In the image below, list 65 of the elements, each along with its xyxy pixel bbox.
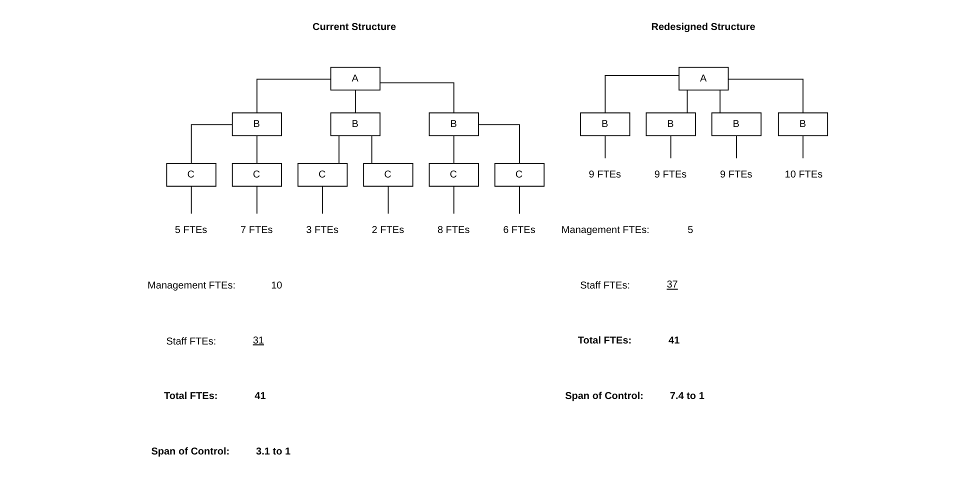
node-text: 5 FTEs [174,225,207,236]
connector [452,135,454,164]
label: Span of Control: [150,446,230,458]
connector [728,78,803,114]
connector [370,135,372,164]
connector [604,135,606,159]
node-box: C [428,163,478,187]
node-text: 7 FTEs [240,225,272,236]
label: 41 [668,335,680,346]
label: Staff FTEs: [166,336,216,348]
connector [478,124,520,164]
connector [190,186,192,214]
label: Management FTEs: [147,280,236,292]
label: Staff FTEs: [580,280,630,292]
label: Total FTEs: [163,390,218,402]
node-box: A [678,66,728,91]
label: 31 [252,335,264,346]
label: 10 [270,280,282,292]
node-box: C [362,163,413,187]
connector [322,186,323,214]
node-text: 9 FTEs [720,169,752,180]
node-box: B [330,112,380,136]
label: Management FTEs: [560,225,649,236]
label: 5 [687,225,693,236]
connector [338,135,339,164]
connector [387,186,388,214]
node-box: B [645,112,696,136]
connector [670,135,671,159]
node-box: A [330,66,380,91]
node-box: B [231,112,282,136]
node-text: 2 FTEs [371,225,404,236]
label: 7.4 to 1 [669,390,704,402]
connector [604,75,679,114]
node-box: C [297,163,348,187]
connector [190,124,232,164]
node-text: 9 FTEs [654,169,686,180]
connector [802,135,803,159]
label: Span of Control: [564,390,644,402]
connector [256,186,257,214]
label: 37 [666,280,678,291]
connector [256,135,257,164]
node-text: 6 FTEs [502,225,535,236]
node-box: B [710,112,762,136]
connector [452,186,454,214]
connector [354,90,356,114]
connector [518,186,520,214]
node-box: C [166,163,216,187]
connector [686,90,688,114]
node-box: C [231,163,282,187]
node-text: 8 FTEs [436,225,470,236]
label: 41 [254,390,266,402]
label: Total FTEs: [577,335,632,346]
node-text: 10 FTEs [784,169,822,180]
node-box: C [494,163,544,187]
label: 3.1 to 1 [256,446,290,458]
connector [379,82,454,113]
connector [256,78,331,114]
node-box: B [428,112,478,136]
node-box: B [580,112,630,136]
label: Current Structure [312,22,396,33]
label: Redesigned Structure [650,22,755,33]
node-text: 3 FTEs [306,225,338,236]
node-text: 9 FTEs [588,169,621,180]
node-box: B [777,112,828,136]
connector [719,90,720,114]
